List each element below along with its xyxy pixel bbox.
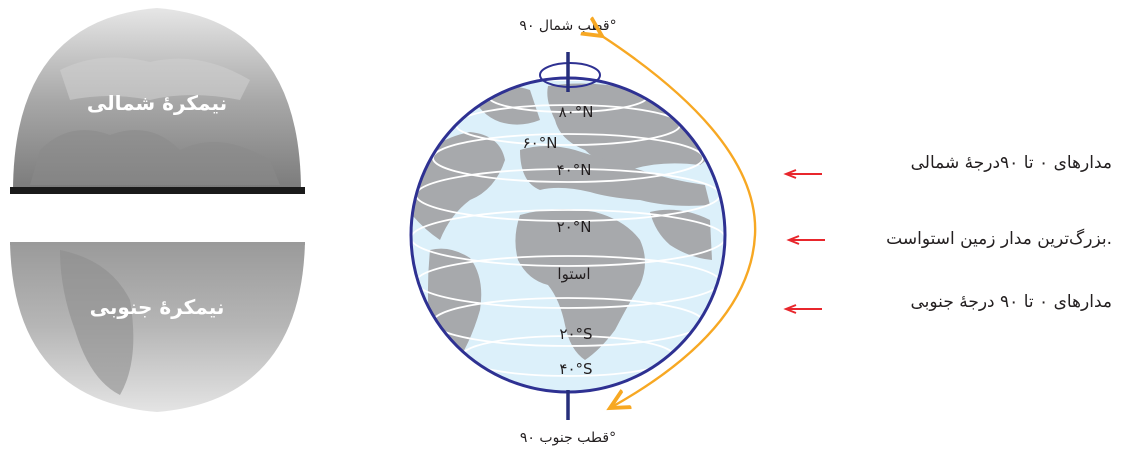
latitude-label-n60: ۶۰°N [523, 134, 558, 152]
northern-parallels-annotation: مدارهای ۰ تا ۹۰درجهٔ شمالی [783, 153, 1112, 179]
annotations: مدارهای ۰ تا ۹۰درجهٔ شمالی بزرگ‌ترین مدا… [783, 153, 1113, 314]
hemisphere-cut-edge [10, 187, 305, 194]
south-pole-label: قطب جنوب ۹۰° [520, 430, 616, 446]
hemispheres-illustration: نیمکرهٔ شمالی نیمکرهٔ جنوبی [10, 8, 305, 412]
north-pole-label: قطب شمال ۹۰° [519, 18, 616, 34]
southern-hemisphere-label: نیمکرهٔ جنوبی [90, 295, 225, 319]
equator-note-text: بزرگ‌ترین مدار زمین استواست. [886, 228, 1112, 249]
red-arrow-icon [786, 235, 825, 245]
equator-label: استوا [557, 265, 590, 283]
latitude-label-s20: ۲۰°S [559, 325, 592, 343]
southern-hemisphere: نیمکرهٔ جنوبی [10, 242, 305, 412]
southern-parallels-annotation: مدارهای ۰ تا ۹۰ درجهٔ جنوبی [783, 292, 1113, 314]
northern-hemisphere-label: نیمکرهٔ شمالی [87, 91, 227, 115]
globe: قطب شمال ۹۰° [409, 18, 727, 446]
southern-parallels-text: مدارهای ۰ تا ۹۰ درجهٔ جنوبی [911, 292, 1113, 312]
latitude-label-s40: ۴۰°S [559, 360, 592, 378]
latitude-label-n80: ۸۰°N [559, 103, 594, 121]
northern-hemisphere: نیمکرهٔ شمالی [10, 8, 305, 194]
red-arrow-icon [783, 169, 822, 179]
northern-parallels-text: مدارهای ۰ تا ۹۰درجهٔ شمالی [911, 153, 1112, 173]
equator-annotation: بزرگ‌ترین مدار زمین استواست. [786, 228, 1112, 249]
red-arrow-icon [783, 304, 822, 314]
latitude-label-n40: ۴۰°N [557, 161, 592, 179]
pole-to-pole-arc [602, 36, 757, 408]
latitude-label-n20: ۲۰°N [557, 218, 592, 236]
